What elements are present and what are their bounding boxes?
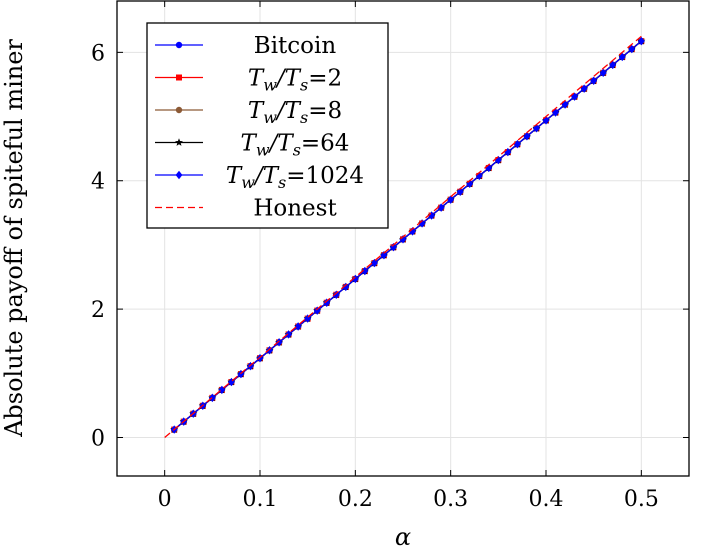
legend-item: Tw/Ts=64 xyxy=(155,131,349,160)
legend-label: Bitcoin xyxy=(254,33,337,59)
data-point xyxy=(533,124,540,133)
series-tw-ts-1024 xyxy=(170,36,645,434)
data-point xyxy=(447,195,455,204)
y-tick-label: 0 xyxy=(91,426,105,451)
y-axis-label: Absolute payoff of spiteful miner xyxy=(0,39,28,438)
legend-box xyxy=(146,22,389,229)
y-tick-label: 2 xyxy=(91,298,105,323)
data-point xyxy=(609,60,617,70)
data-point xyxy=(466,179,474,189)
data-point xyxy=(409,227,416,236)
data-point xyxy=(247,361,254,371)
legend-marker xyxy=(176,74,182,81)
data-point xyxy=(275,338,283,347)
data-point xyxy=(599,68,607,78)
data-point xyxy=(266,346,273,355)
legend: BitcoinTw/Ts=2Tw/Ts=8Tw/Ts=64Tw/Ts=1024H… xyxy=(146,22,389,229)
data-point xyxy=(371,258,378,268)
x-tick-label: 0.1 xyxy=(243,487,278,512)
data-point xyxy=(580,84,588,93)
data-point xyxy=(228,377,235,387)
legend-item: Tw/Ts=2 xyxy=(155,66,342,95)
legend-marker xyxy=(175,41,183,49)
data-point xyxy=(399,235,407,244)
data-point xyxy=(323,298,331,307)
legend-label: Tw/Ts=64 xyxy=(241,131,350,160)
data-point xyxy=(475,171,483,181)
data-point xyxy=(514,140,521,149)
x-tick-label: 0.2 xyxy=(338,487,373,512)
data-point xyxy=(351,274,359,284)
y-tick-label: 6 xyxy=(91,41,105,66)
legend-label: Honest xyxy=(253,196,337,222)
x-axis-label: α xyxy=(395,523,411,551)
data-point xyxy=(313,306,321,315)
data-point xyxy=(590,76,598,85)
data-point xyxy=(285,330,292,339)
legend-label: Tw/Ts=2 xyxy=(248,66,342,95)
x-tick-label: 0.3 xyxy=(433,487,468,512)
data-point xyxy=(418,219,426,228)
data-point xyxy=(437,203,445,212)
legend-item: Honest xyxy=(155,196,337,222)
data-point xyxy=(637,36,645,46)
legend-label: Tw/Ts=8 xyxy=(248,98,342,127)
legend-item: Bitcoin xyxy=(155,33,336,59)
legend-marker xyxy=(175,106,183,114)
legend-item: Tw/Ts=1024 xyxy=(155,163,364,192)
x-tick-label: 0.4 xyxy=(529,487,564,512)
data-point xyxy=(342,282,350,292)
data-point xyxy=(361,266,369,276)
x-tick-label: 0 xyxy=(158,487,172,512)
legend-label: Tw/Ts=1024 xyxy=(226,163,364,192)
axes-frame xyxy=(116,0,690,477)
data-point xyxy=(390,243,397,252)
plot-area xyxy=(164,35,646,438)
legend-marker xyxy=(175,138,183,146)
axes-ticks: 0 0.1 0.2 0.3 0.4 0.5 0 2 4 6 xyxy=(91,1,689,512)
data-point xyxy=(456,187,464,196)
data-point xyxy=(332,290,340,299)
legend-marker xyxy=(175,170,183,180)
data-point xyxy=(256,354,264,363)
data-point xyxy=(618,52,626,62)
data-point xyxy=(380,250,388,260)
series-honest xyxy=(164,35,642,438)
data-point xyxy=(628,44,636,54)
legend-item: Tw/Ts=8 xyxy=(155,98,342,127)
series-line xyxy=(164,35,642,438)
y-tick-label: 4 xyxy=(91,170,105,195)
data-point xyxy=(523,132,531,141)
x-tick-label: 0.5 xyxy=(624,487,659,512)
